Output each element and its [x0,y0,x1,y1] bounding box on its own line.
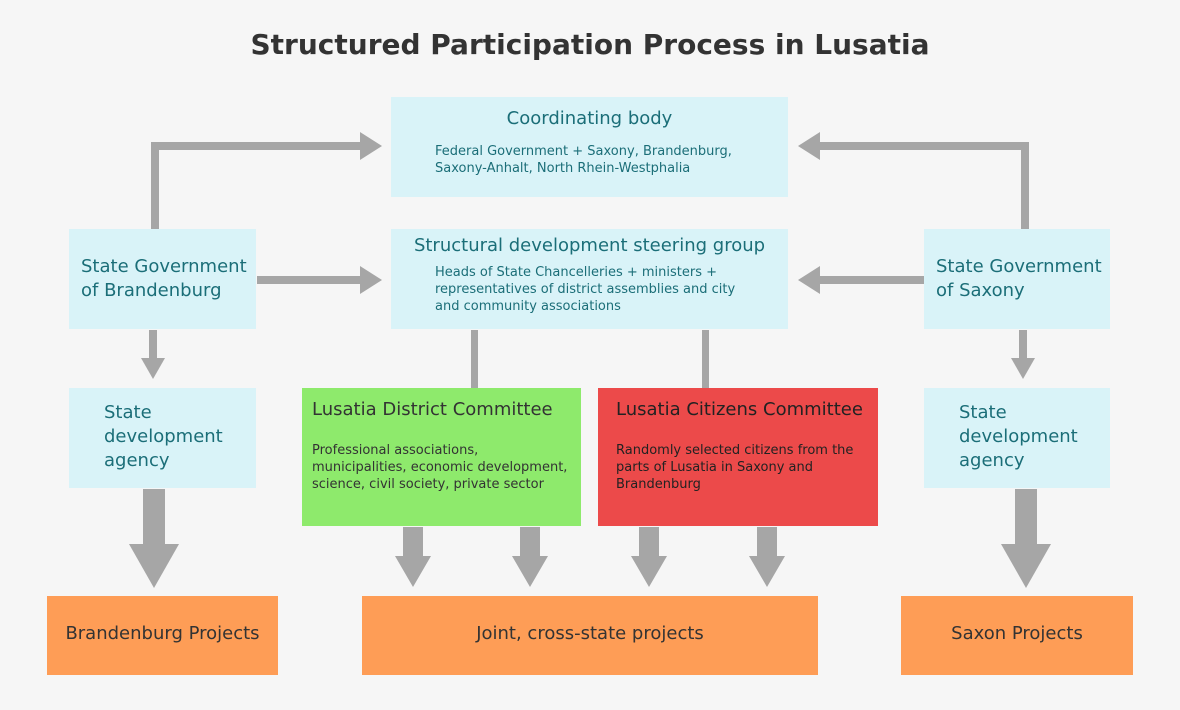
development-agency-brandenburg-box: State development agency [69,388,256,488]
steering-group-title: Structural development steering group [413,235,766,256]
steering-group-line: and community associations [435,299,621,314]
arrowhead-bb-agency [141,358,165,379]
label-line: State Government [936,256,1102,277]
connector-sx-agency [1019,330,1027,360]
label-line: of Saxony [936,280,1025,301]
district-committee-line: science, civil society, private sector [312,477,544,492]
district-committee-description: Professional associations, municipalitie… [312,442,581,493]
connector-steer-district [471,330,478,388]
coordinating-body-title: Coordinating body [506,108,673,129]
arrowhead-district-1 [395,556,431,587]
state-government-saxony-label: State Government of Saxony [936,255,1102,303]
arrowhead-district-2 [512,556,548,587]
arrowhead-bb-to-steer [360,266,382,294]
state-government-saxony-box: State Government of Saxony [924,229,1110,329]
saxon-projects-box: Saxon Projects [901,596,1133,675]
connector-sx-vertical [1021,142,1029,230]
label-line: agency [104,450,170,471]
citizens-committee-title: Lusatia Citizens Committee [616,399,863,420]
connector-steer-citizens [702,330,709,388]
coordinating-body-box: Coordinating body Federal Government + S… [391,97,788,197]
coordinating-body-line: Saxony-Anhalt, North Rhein-Westphalia [435,161,691,176]
connector-citizens-2 [757,527,777,557]
label-line: development [104,426,223,447]
coordinating-body-description: Federal Government + Saxony, Brandenburg… [391,143,788,177]
connector-sx-projects [1015,489,1037,545]
joint-projects-label: Joint, cross-state projects [476,623,704,644]
development-agency-brandenburg-label: State development agency [104,401,223,473]
citizens-committee-line: Randomly selected citizens from the [616,443,854,458]
diagram-title: Structured Participation Process in Lusa… [250,28,930,61]
label-line: State [959,402,1007,423]
connector-bb-agency [149,330,157,360]
connector-sx-steer [820,276,924,284]
citizens-committee-description: Randomly selected citizens from the part… [616,442,878,493]
coordinating-body-line: Federal Government + Saxony, Brandenburg… [435,144,732,159]
arrowhead-bb-projects [129,544,179,588]
arrowhead-sx-to-steer [798,266,820,294]
arrowhead-bb-to-coord [360,132,382,160]
connector-bb-projects [143,489,165,545]
brandenburg-projects-label: Brandenburg Projects [65,623,260,644]
arrowhead-citizens-2 [749,556,785,587]
connector-bb-horizontal [151,142,361,150]
district-committee-line: Professional associations, [312,443,479,458]
label-line: State [104,402,152,423]
arrowhead-sx-agency [1011,358,1035,379]
joint-projects-box: Joint, cross-state projects [362,596,818,675]
label-line: of Brandenburg [81,280,222,301]
label-line: State Government [81,256,247,277]
development-agency-saxony-label: State development agency [959,401,1078,473]
connector-district-1 [403,527,423,557]
arrowhead-citizens-1 [631,556,667,587]
connector-sx-horizontal [820,142,1029,150]
citizens-committee-line: Brandenburg [616,477,701,492]
label-line: development [959,426,1078,447]
state-government-brandenburg-label: State Government of Brandenburg [81,255,247,303]
district-committee-title: Lusatia District Committee [312,399,553,420]
connector-bb-vertical [151,142,159,230]
steering-group-line: representatives of district assemblies a… [435,282,736,297]
saxon-projects-label: Saxon Projects [951,623,1083,644]
citizens-committee-box: Lusatia Citizens Committee Randomly sele… [598,388,878,526]
development-agency-saxony-box: State development agency [924,388,1110,488]
district-committee-line: municipalities, economic development, [312,460,568,475]
connector-bb-steer [257,276,361,284]
arrowhead-sx-to-coord [798,132,820,160]
connector-citizens-1 [639,527,659,557]
arrowhead-sx-projects [1001,544,1051,588]
steering-group-line: Heads of State Chancelleries + ministers… [435,265,718,280]
citizens-committee-line: parts of Lusatia in Saxony and [616,460,813,475]
connector-district-2 [520,527,540,557]
brandenburg-projects-box: Brandenburg Projects [47,596,278,675]
steering-group-description: Heads of State Chancelleries + ministers… [391,264,788,315]
district-committee-box: Lusatia District Committee Professional … [302,388,581,526]
state-government-brandenburg-box: State Government of Brandenburg [69,229,256,329]
label-line: agency [959,450,1025,471]
steering-group-box: Structural development steering group He… [391,229,788,329]
